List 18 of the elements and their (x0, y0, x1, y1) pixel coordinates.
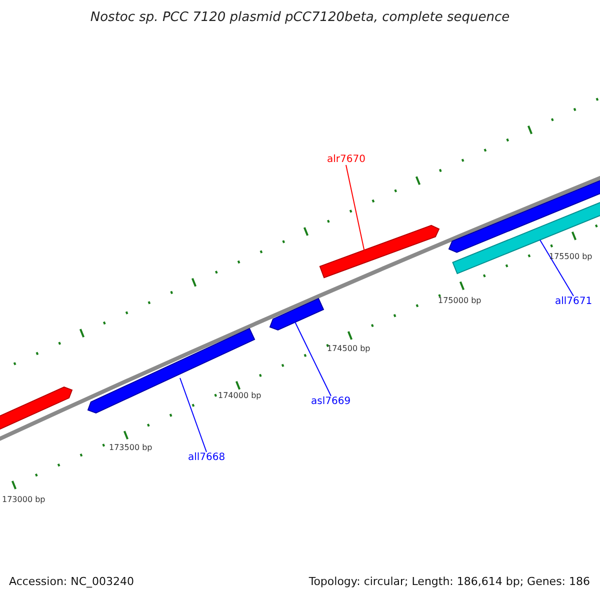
gene-label: all7671 (555, 296, 592, 307)
scale-label: 173000 bp (2, 495, 46, 504)
gene-label: all7668 (188, 452, 226, 463)
scale-label: 175500 bp (549, 252, 592, 261)
gene-label: alr7670 (327, 154, 366, 165)
scale-label: 174000 bp (218, 391, 262, 400)
scale-label: 173500 bp (109, 443, 152, 452)
leader-line (294, 322, 332, 396)
gene-label: asl7669 (311, 396, 351, 407)
leader-line (540, 240, 574, 296)
scale-label: 174500 bp (327, 344, 370, 353)
scale-label: 175000 bp (438, 296, 482, 305)
gene-bar (319, 224, 440, 278)
title: Nostoc sp. PCC 7120 plasmid pCC7120beta, complete sequence (89, 10, 511, 25)
footer-text: Topology: circular; Length: 186,614 bp; Genes: 186 (308, 575, 590, 588)
leader-line (180, 378, 207, 452)
footer-text: Accession: NC_003240 (9, 575, 134, 588)
gene-bar (269, 298, 324, 331)
